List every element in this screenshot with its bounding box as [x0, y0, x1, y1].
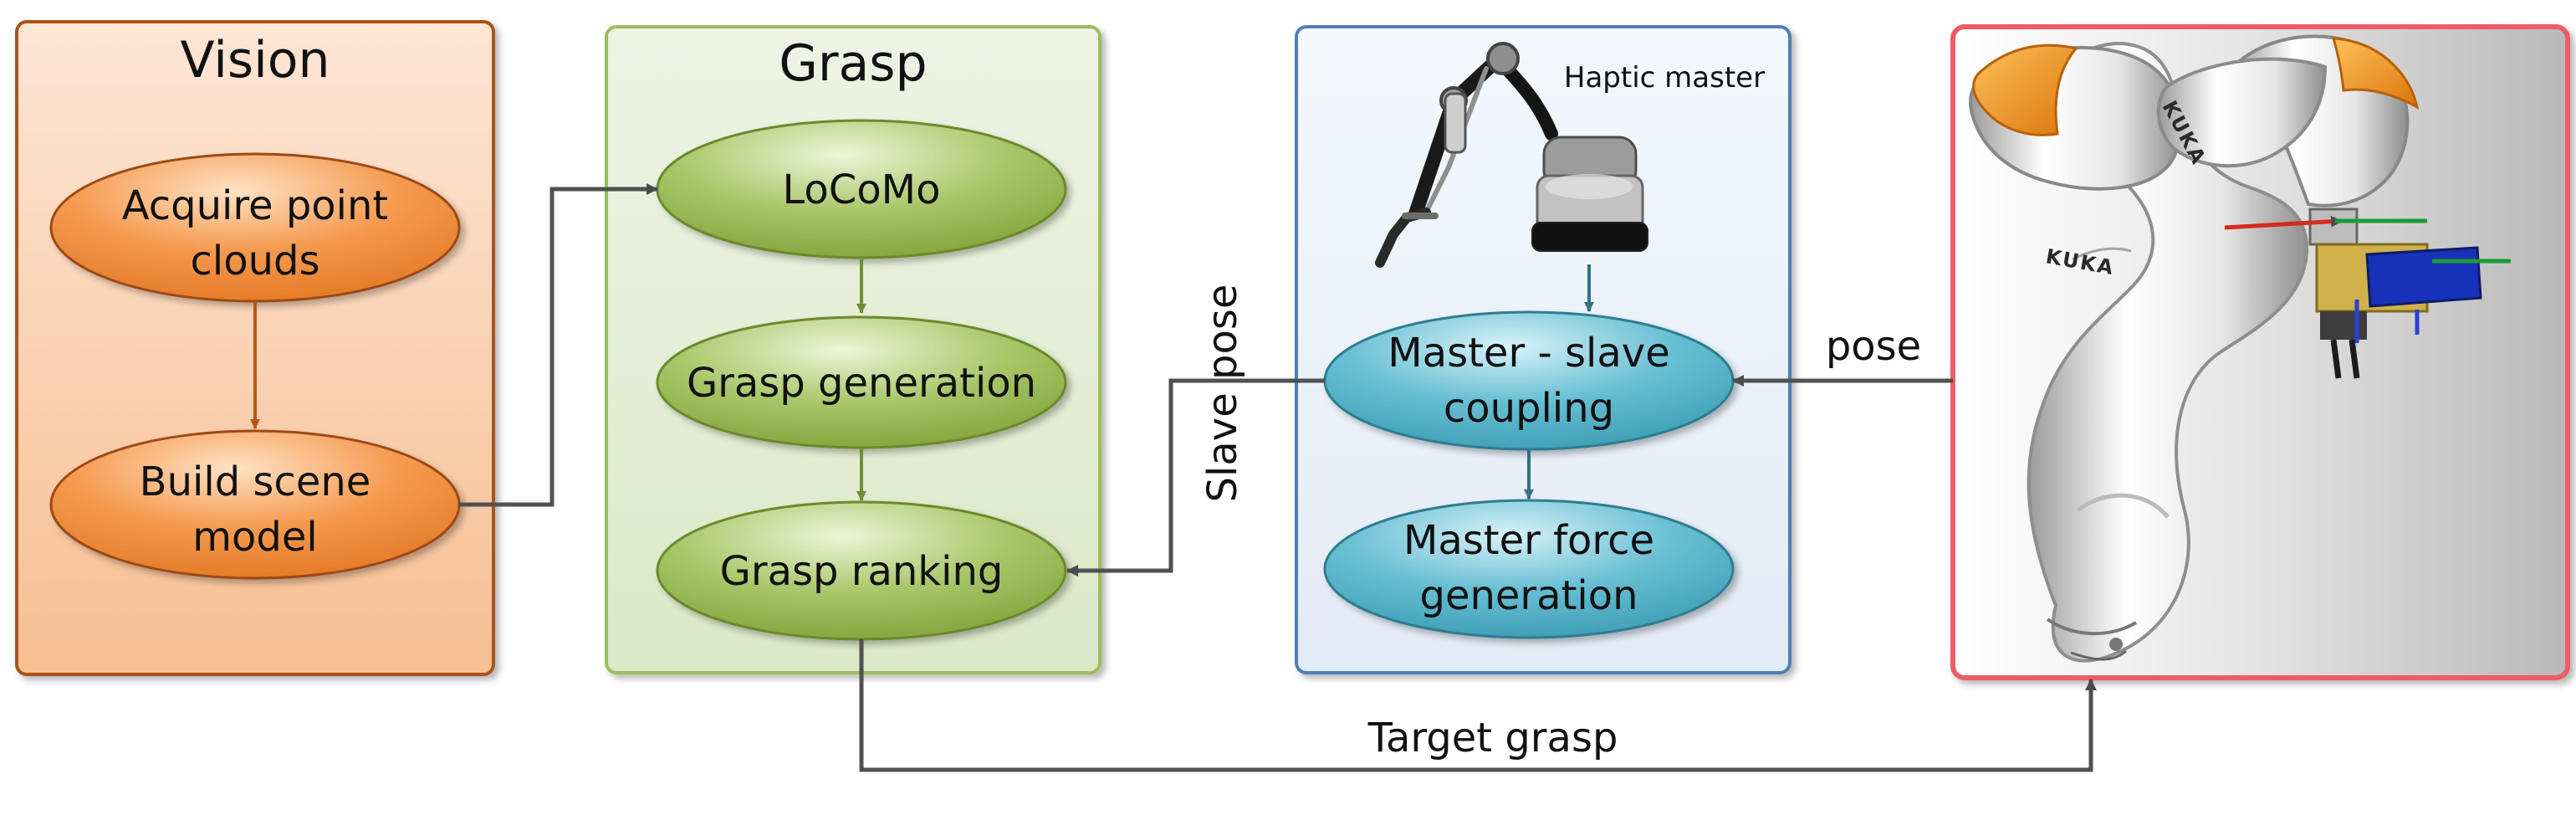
target-grasp-arrow	[859, 639, 2097, 772]
grasp-title: Grasp	[779, 34, 927, 93]
acquire-node-label-line2: clouds	[191, 238, 320, 284]
build-node-label-line2: model	[192, 514, 317, 561]
grasp-ranking-node-label: Grasp ranking	[720, 548, 1004, 595]
grasp-generation-node-shape	[656, 315, 1067, 449]
slave-pose-label: Slave pose	[1199, 284, 1246, 503]
build-node-label-line1: Build scene	[140, 459, 371, 505]
coupling-node-label-line2: coupling	[1444, 385, 1614, 432]
grasp-generation-node	[656, 315, 1067, 449]
force-node-shape	[1323, 499, 1735, 639]
force-node-label-line1: Master force	[1403, 517, 1654, 564]
haptic-device-icon	[1375, 42, 1648, 268]
grasp-generation-node-label: Grasp generation	[687, 360, 1036, 407]
slave-pose-arrow	[1066, 378, 1325, 577]
acquire-node-label-line1: Acquire point	[122, 182, 389, 229]
locomo-node-label: LoCoMo	[783, 167, 941, 213]
vision-title: Vision	[180, 31, 330, 90]
force-node-label-line2: generation	[1419, 572, 1638, 619]
pose-label: pose	[1826, 323, 1921, 370]
target-grasp-label: Target grasp	[1367, 715, 1618, 761]
coupling-node-label-line1: Master - slave	[1388, 330, 1669, 377]
haptic-master-label: Haptic master	[1564, 61, 1765, 95]
build-to-locomo-arrow	[459, 183, 658, 507]
kuka-robot-icon	[1969, 34, 2511, 663]
master-force-generation-node	[1323, 499, 1735, 639]
